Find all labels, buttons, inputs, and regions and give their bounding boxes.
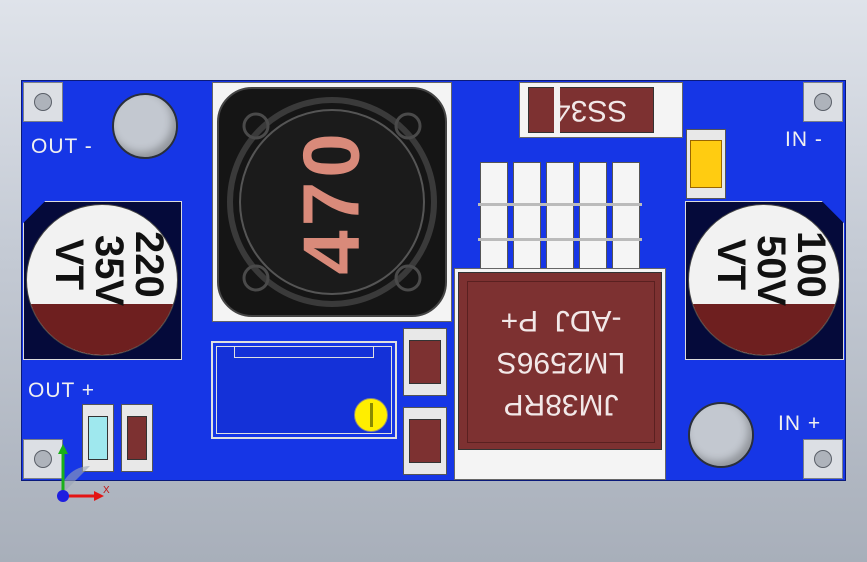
z-axis [57, 490, 69, 502]
axis-triad [57, 444, 104, 502]
resistor-r1 [409, 340, 441, 384]
mounting-hole-bottom-left [23, 439, 63, 479]
x-axis-label: X [103, 485, 110, 496]
diode-cathode-band [554, 87, 560, 133]
trimmer-outline [211, 341, 397, 439]
resistor-r2 [127, 416, 147, 460]
cap-out-value: 220 [127, 231, 171, 298]
cap-out-voltage: 35V [87, 235, 131, 307]
ic-marking-line-3: -ADJ P+ [500, 304, 622, 337]
label-out-minus: OUT - [31, 135, 93, 158]
capacitor-polarity-band [27, 304, 177, 355]
trimmer-adjust-screw[interactable] [354, 398, 388, 432]
ic-marking-line-1: JM38RP [503, 388, 619, 421]
mounting-hole-top-right [803, 82, 843, 122]
inductor-marking: 470 [286, 129, 376, 275]
cap-out-brand: VT [47, 239, 91, 291]
cap-in-brand: VT [709, 239, 753, 291]
mounting-hole-top-left [23, 82, 63, 122]
ic-pin-3 [546, 162, 574, 272]
ic-pin-2 [513, 162, 541, 272]
input-capacitor: 100 50V VT [688, 204, 840, 356]
mounting-hole-bottom-right [803, 439, 843, 479]
capacitor-c3 [409, 419, 441, 463]
terminal-pad-in-plus [688, 402, 754, 468]
ceramic-capacitor-c1 [88, 416, 108, 460]
cap-in-voltage: 50V [749, 235, 793, 307]
diode-ss34: SS34 [528, 87, 654, 133]
inductor [217, 87, 447, 317]
output-capacitor: 220 35V VT [26, 204, 178, 356]
label-in-minus: IN - [785, 128, 823, 151]
ic-pin-1 [480, 162, 508, 272]
ic-pin-4 [579, 162, 607, 272]
terminal-pad-out-minus [112, 93, 178, 159]
capacitor-polarity-band [689, 304, 839, 355]
label-out-plus: OUT + [28, 379, 96, 402]
power-led [690, 140, 722, 188]
regulator-ic: JM38RP LM2596S -ADJ P+ [458, 272, 662, 450]
cap-in-value: 100 [789, 231, 833, 298]
diode-marking: SS34 [554, 94, 628, 127]
y-axis-arrow [58, 444, 68, 454]
x-axis-arrow [94, 491, 104, 501]
label-in-plus: IN + [778, 412, 822, 435]
ic-pin-5 [612, 162, 640, 272]
ic-marking-line-2: LM2596S [496, 346, 626, 379]
